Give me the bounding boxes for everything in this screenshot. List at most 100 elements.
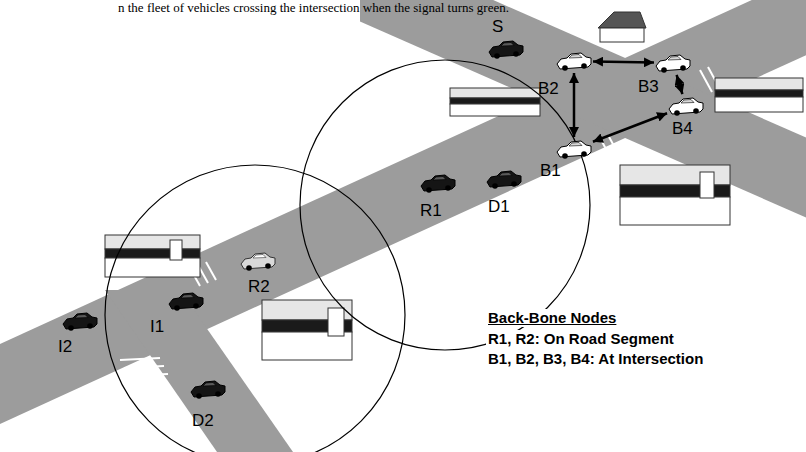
car-window (203, 383, 216, 387)
car-icon (420, 172, 456, 194)
crosswalk-stripe (124, 366, 164, 368)
vehicle-node: D1 (486, 168, 522, 190)
node-label: B4 (672, 120, 693, 139)
car-wheel (680, 65, 686, 71)
car-wheel (196, 393, 202, 399)
vehicle-node: I2 (62, 310, 98, 332)
car-body (63, 313, 97, 329)
building-sign (170, 240, 182, 260)
car-window (75, 315, 88, 319)
car-body (169, 293, 203, 309)
car-wheel (492, 183, 498, 189)
car-wheel (87, 323, 93, 329)
crosswalk-stripe (120, 358, 160, 360)
car-body (557, 141, 591, 157)
car-wheel (581, 151, 587, 157)
car-body (191, 381, 225, 397)
key-heading: Back-Bone Nodes (486, 309, 618, 327)
transmission-range (300, 60, 590, 350)
vehicle-node: R1 (420, 172, 456, 194)
link-arrow (677, 75, 683, 94)
car-icon (668, 95, 704, 117)
car-window (181, 295, 194, 299)
node-label: R1 (420, 202, 442, 221)
car-wheel (174, 305, 180, 311)
car-icon (62, 310, 98, 332)
link-arrow (573, 73, 576, 137)
node-label: B2 (538, 80, 559, 99)
building-front (105, 258, 200, 277)
car-wheel (426, 187, 432, 193)
building-roof (450, 88, 540, 98)
house-roof (598, 12, 646, 28)
car-icon (655, 52, 691, 74)
building-front (620, 197, 730, 225)
crosswalk-stripe (600, 138, 612, 160)
car-window (253, 255, 266, 259)
car-wheel (445, 185, 451, 191)
building-band (715, 90, 803, 97)
building-roof (105, 235, 200, 249)
vehicle-node: B3 (655, 52, 691, 74)
crosswalk-stripe (206, 262, 216, 280)
vehicle-node: B2 (556, 50, 592, 72)
node-label: R2 (248, 278, 270, 297)
building-band (450, 98, 540, 104)
car-window (569, 143, 582, 147)
transmission-range (105, 165, 405, 452)
car-wheel (246, 265, 252, 271)
car-wheel (693, 108, 699, 114)
car-icon (168, 290, 204, 312)
building-sign (700, 172, 714, 198)
car-wheel (511, 181, 517, 187)
building-front (715, 97, 803, 112)
car-body (557, 53, 591, 69)
vehicle-node: R2 (240, 250, 276, 272)
node-label: S (492, 18, 503, 37)
car-body (656, 55, 690, 71)
link-arrow (593, 113, 667, 141)
building-sign (328, 308, 344, 336)
car-icon (488, 38, 524, 60)
house-wall (600, 28, 644, 42)
car-window (681, 100, 694, 104)
vehicle-node: B4 (668, 95, 704, 117)
node-label: D1 (488, 198, 510, 217)
node-label: D2 (192, 412, 214, 431)
car-wheel (494, 53, 500, 59)
car-icon (556, 138, 592, 160)
car-body (669, 98, 703, 114)
car-wheel (193, 303, 199, 309)
car-wheel (562, 65, 568, 71)
crosswalk-stripe (700, 70, 712, 92)
car-window (433, 177, 446, 181)
radio-ranges (105, 60, 590, 452)
crosswalk-stripe (128, 374, 168, 376)
car-wheel (513, 51, 519, 57)
car-icon (486, 168, 522, 190)
vehicle-node: S (488, 38, 524, 60)
cross-street (360, 0, 806, 218)
node-label: I1 (150, 318, 164, 337)
node-label: B3 (638, 78, 659, 97)
car-wheel (68, 325, 74, 331)
car-wheel (265, 263, 271, 269)
vehicle-node: B1 (556, 138, 592, 160)
key-entry: R1, R2: On Road Segment (486, 330, 676, 348)
car-icon (190, 378, 226, 400)
car-wheel (581, 63, 587, 69)
key-entry: B1, B2, B3, B4: At Intersection (486, 350, 705, 368)
vehicle-node: I1 (168, 290, 204, 312)
link-arrow (593, 61, 654, 62)
car-wheel (562, 153, 568, 159)
car-wheel (215, 391, 221, 397)
crosswalk-stripe (608, 135, 620, 157)
vehicle-node: D2 (190, 378, 226, 400)
car-wheel (661, 67, 667, 73)
car-icon (556, 50, 592, 72)
car-window (499, 173, 512, 177)
car-body (421, 175, 455, 191)
car-window (569, 55, 582, 59)
